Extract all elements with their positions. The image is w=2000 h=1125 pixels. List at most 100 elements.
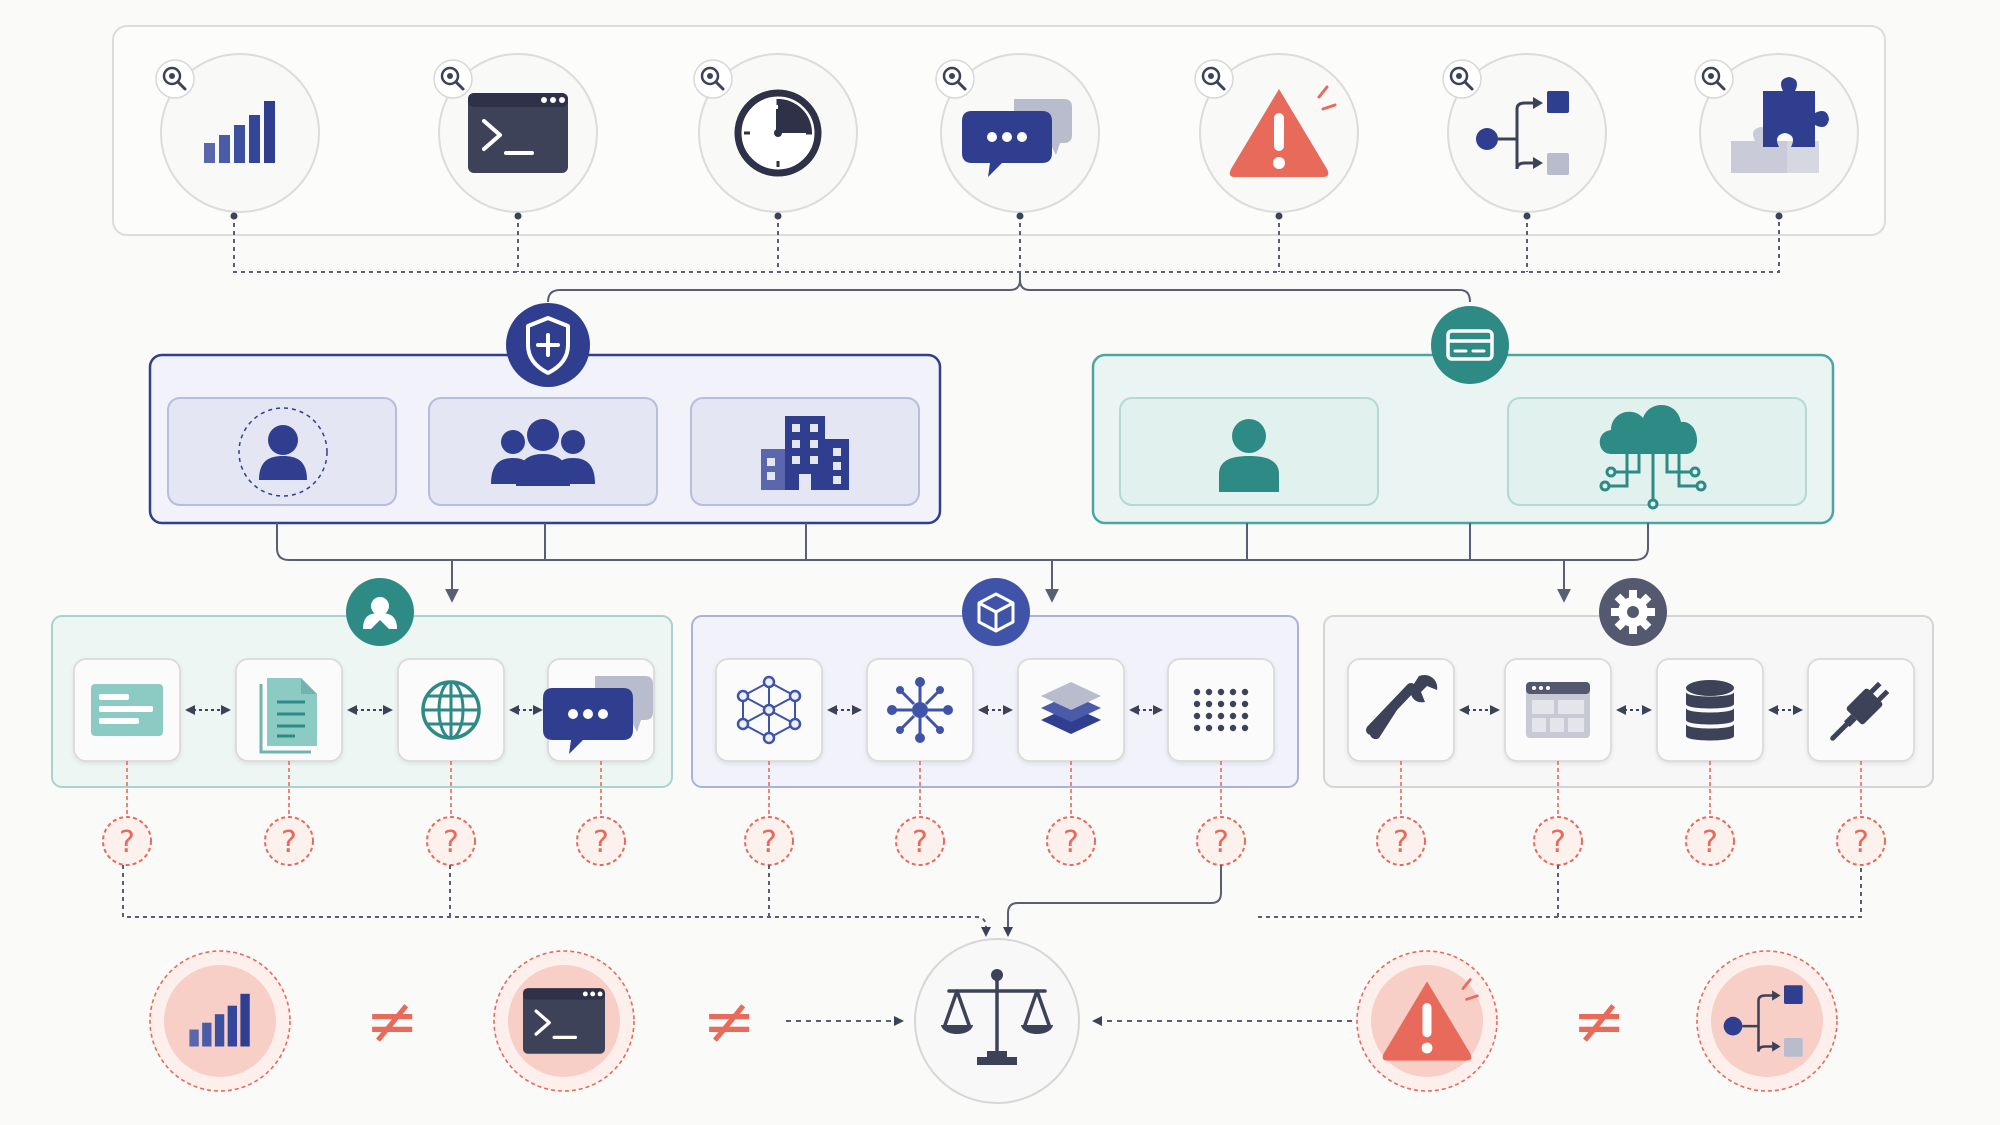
not-equal-right: ≠ xyxy=(1572,985,1626,1059)
question-mark: ? xyxy=(744,816,794,866)
top-row xyxy=(155,53,1859,213)
question-text: ? xyxy=(1393,825,1409,860)
panel-item[interactable] xyxy=(73,658,181,762)
panel-item[interactable] xyxy=(235,658,343,762)
dot-grid-icon xyxy=(1193,688,1249,732)
question-text: ? xyxy=(443,825,459,860)
top-item[interactable] xyxy=(1194,53,1359,213)
warning-triangle-icon xyxy=(1229,85,1337,177)
question-text: ? xyxy=(912,825,928,860)
question-mark: ? xyxy=(1196,816,1246,866)
not-equal-sign: ≠ xyxy=(702,985,756,1059)
chat-bubbles-icon xyxy=(962,99,1072,177)
bar-chart-icon xyxy=(189,993,250,1047)
card-icon xyxy=(1431,306,1509,384)
chat-bubbles-icon xyxy=(543,676,653,754)
panel-item[interactable] xyxy=(715,658,823,762)
terminal-icon xyxy=(523,988,605,1054)
question-mark: ? xyxy=(1836,816,1886,866)
question-text: ? xyxy=(593,825,609,860)
magnifier-icon xyxy=(1701,66,1726,91)
clock-icon xyxy=(734,89,822,177)
question-mark: ? xyxy=(1376,816,1426,866)
group-connectors xyxy=(276,523,1649,603)
cube-icon xyxy=(962,578,1030,646)
top-connector-dots xyxy=(230,212,1783,220)
question-row: ???????????? xyxy=(102,816,1886,866)
magnifier-icon xyxy=(162,66,187,91)
question-mark: ? xyxy=(264,816,314,866)
magnifier-icon xyxy=(1449,66,1474,91)
cloud-network-icon xyxy=(1599,404,1707,510)
branch-flow-icon xyxy=(1723,985,1803,1057)
panel-item[interactable] xyxy=(543,658,655,762)
document-icon xyxy=(259,678,317,754)
top-connectors xyxy=(233,215,1780,303)
question-text: ? xyxy=(1702,825,1718,860)
globe-icon xyxy=(421,680,481,740)
magnifier-badge xyxy=(693,59,733,99)
question-text: ? xyxy=(1853,825,1869,860)
wrench-icon xyxy=(1366,674,1438,740)
balance-scale-icon xyxy=(914,938,1080,1104)
warning-triangle-icon xyxy=(1382,978,1479,1061)
bar-chart-icon xyxy=(204,101,275,163)
question-mark: ? xyxy=(1046,816,1096,866)
question-mark: ? xyxy=(102,816,152,866)
question-text: ? xyxy=(119,825,135,860)
not-equal-sign: ≠ xyxy=(1572,985,1626,1059)
panel-item[interactable] xyxy=(1504,658,1612,762)
puzzle-icon xyxy=(1731,77,1829,173)
terminal-icon xyxy=(468,93,568,173)
panel-item[interactable] xyxy=(1656,658,1764,762)
question-mark: ? xyxy=(1533,816,1583,866)
user-badge-icon xyxy=(346,578,414,646)
question-text: ? xyxy=(1550,825,1566,860)
bottom-item[interactable] xyxy=(1696,950,1838,1092)
panel-item[interactable] xyxy=(1807,658,1915,762)
question-mark: ? xyxy=(1685,816,1735,866)
gear-icon xyxy=(1599,578,1667,646)
magnifier-badge xyxy=(1442,59,1482,99)
magnifier-badge xyxy=(155,59,195,99)
magnifier-badge xyxy=(935,59,975,99)
text-lines-icon xyxy=(91,684,163,736)
top-item[interactable] xyxy=(1442,53,1607,213)
bottom-item[interactable] xyxy=(493,950,635,1092)
top-item[interactable] xyxy=(935,53,1100,213)
bottom-item[interactable] xyxy=(1356,950,1498,1092)
not-equal-left: ≠ xyxy=(365,985,419,1059)
person-icon xyxy=(238,407,328,497)
panel-item[interactable] xyxy=(866,658,974,762)
top-item[interactable] xyxy=(155,53,320,213)
panel-item[interactable] xyxy=(1347,658,1455,762)
hub-icon xyxy=(887,677,953,743)
top-item[interactable] xyxy=(1694,53,1859,213)
branch-flow-icon xyxy=(1476,91,1569,175)
people-group-icon xyxy=(491,419,595,486)
question-text: ? xyxy=(1213,825,1229,860)
building-icon xyxy=(761,416,849,490)
magnifier-badge xyxy=(433,59,473,99)
panel-item[interactable] xyxy=(397,658,505,762)
magnifier-badge xyxy=(1694,59,1734,99)
person-icon xyxy=(1219,419,1279,492)
top-item[interactable] xyxy=(433,53,598,213)
top-item[interactable] xyxy=(693,53,858,213)
magnifier-icon xyxy=(700,66,725,91)
network-graph-icon xyxy=(736,675,802,745)
magnifier-icon xyxy=(1201,66,1226,91)
magnifier-badge xyxy=(1194,59,1234,99)
bottom-row xyxy=(149,950,1838,1092)
question-mark: ? xyxy=(426,816,476,866)
bottom-item[interactable] xyxy=(149,950,291,1092)
panels xyxy=(73,658,1915,820)
group-card-people[interactable] xyxy=(428,397,658,506)
browser-window-icon xyxy=(1526,682,1590,738)
magnifier-icon xyxy=(942,66,967,91)
panel-item[interactable] xyxy=(1167,658,1275,762)
panel-item[interactable] xyxy=(1017,658,1125,762)
not-equal-middle: ≠ xyxy=(702,985,756,1059)
question-mark: ? xyxy=(895,816,945,866)
